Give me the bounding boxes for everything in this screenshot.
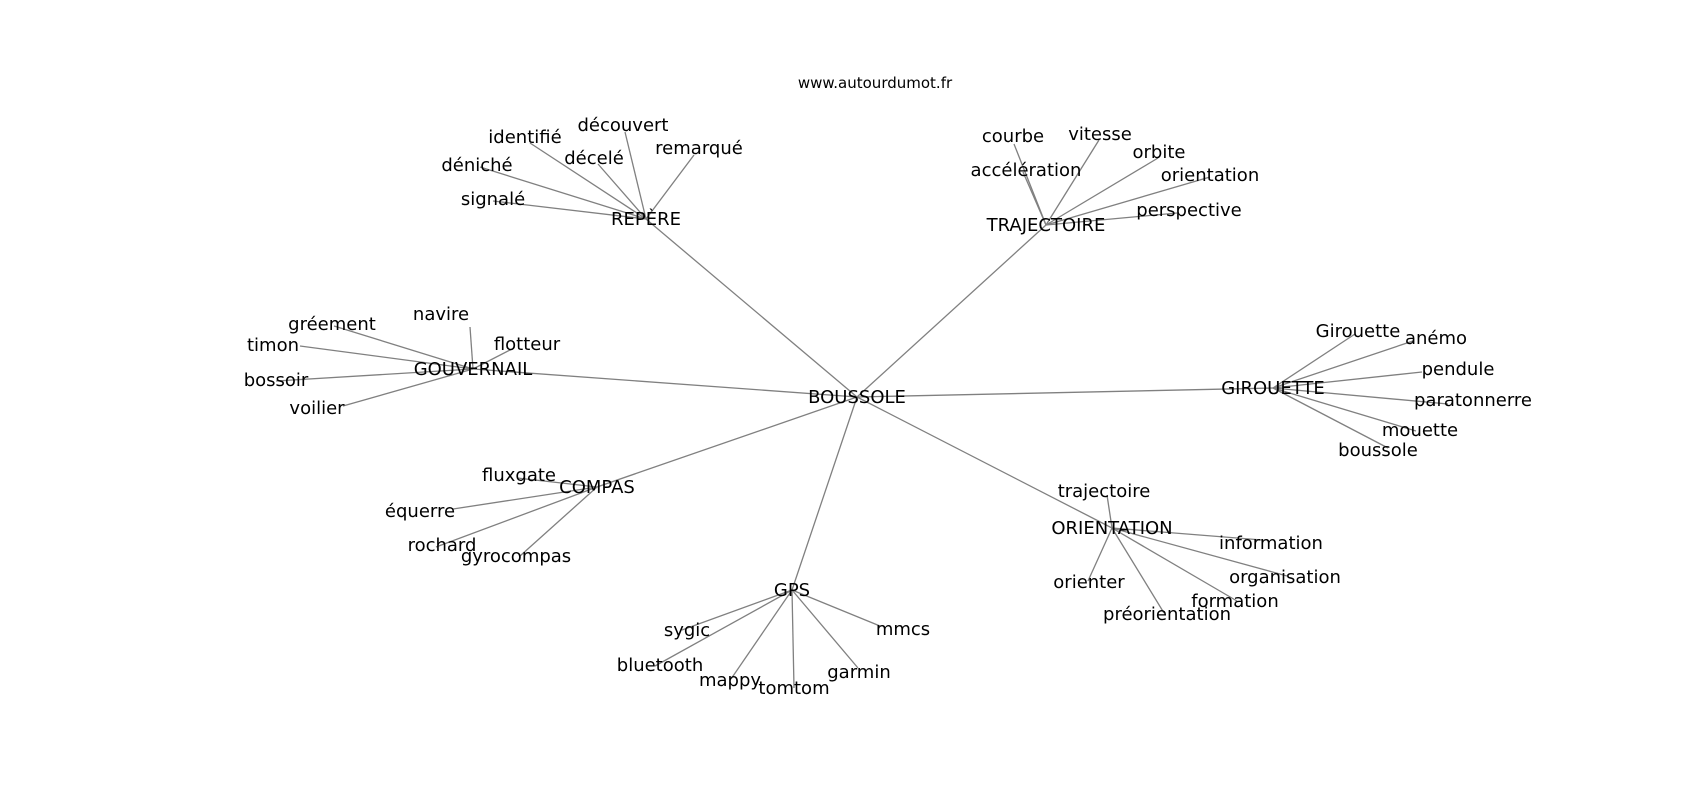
leaf-edge bbox=[1272, 387, 1449, 405]
leaf-edge bbox=[1111, 527, 1165, 614]
leaf-edge bbox=[1272, 333, 1356, 389]
leaf-edge bbox=[469, 326, 474, 370]
leaf-edge bbox=[681, 589, 793, 631]
leaf-node: bluetooth bbox=[617, 655, 703, 676]
leaf-node: tomtom bbox=[758, 678, 829, 699]
root-edge bbox=[791, 396, 858, 591]
leaf-node: identifié bbox=[488, 127, 561, 148]
leaf-edge bbox=[435, 486, 598, 548]
leaf-edge bbox=[1045, 176, 1211, 226]
leaf-node: flotteur bbox=[494, 334, 561, 355]
root-edge bbox=[856, 224, 1047, 398]
leaf-edge bbox=[1045, 139, 1100, 226]
leaf-edge bbox=[1111, 527, 1238, 602]
leaf-edge bbox=[333, 325, 474, 370]
leaf-node: décelé bbox=[564, 148, 624, 169]
leaf-edge bbox=[1045, 157, 1159, 226]
leaf-edge bbox=[1272, 387, 1417, 432]
leaf-edge bbox=[1272, 340, 1414, 389]
leaf-edge bbox=[1022, 171, 1047, 226]
leaf-node: garmin bbox=[827, 662, 890, 683]
leaf-node: équerre bbox=[385, 501, 455, 522]
leaf-edge bbox=[479, 166, 647, 220]
hub-node: TRAJECTOIRE bbox=[986, 215, 1106, 236]
leaf-edge bbox=[275, 368, 474, 382]
edges-layer bbox=[275, 131, 1449, 689]
leaf-edge bbox=[791, 589, 795, 689]
leaf-edge bbox=[645, 154, 695, 220]
leaf-node: vitesse bbox=[1068, 124, 1132, 145]
hub-node: GIROUETTE bbox=[1221, 378, 1325, 399]
leaf-node: fluxgate bbox=[482, 465, 556, 486]
leaf-node: information bbox=[1219, 533, 1323, 554]
leaf-edge bbox=[472, 348, 513, 370]
leaf-node: gréement bbox=[288, 314, 376, 335]
leaf-node: accélération bbox=[971, 160, 1082, 181]
leaf-edge bbox=[1087, 527, 1113, 582]
leaf-node: remarqué bbox=[655, 138, 743, 159]
leaf-node: voilier bbox=[289, 398, 345, 419]
root-edge bbox=[856, 396, 1113, 529]
hub-node: COMPAS bbox=[559, 477, 635, 498]
leaf-node: déniché bbox=[441, 155, 512, 176]
leaf-edge bbox=[791, 589, 881, 627]
hub-node: GPS bbox=[774, 580, 810, 601]
root-edge bbox=[856, 387, 1274, 398]
leaf-node: pendule bbox=[1422, 359, 1495, 380]
leaf-node: organisation bbox=[1229, 567, 1341, 588]
leaf-edge bbox=[452, 486, 598, 510]
leaf-node: bossoir bbox=[244, 370, 309, 391]
leaf-edge bbox=[529, 142, 647, 220]
leaf-edge bbox=[342, 368, 474, 407]
leaf-node: mappy bbox=[699, 670, 761, 691]
leaf-edge bbox=[1111, 527, 1263, 541]
leaf-edge bbox=[624, 131, 647, 220]
leaf-node: timon bbox=[247, 335, 299, 356]
leaf-node: orienter bbox=[1053, 572, 1125, 593]
leaf-edge bbox=[1106, 494, 1113, 529]
hub-node: REPÈRE bbox=[611, 208, 681, 230]
leaf-node: mouette bbox=[1382, 420, 1458, 441]
leaf-node: navire bbox=[413, 304, 469, 325]
leaf-node: perspective bbox=[1136, 200, 1241, 221]
leaf-edge bbox=[516, 477, 598, 488]
leaf-node: formation bbox=[1191, 591, 1278, 612]
leaf-node: orbite bbox=[1133, 142, 1186, 163]
leaf-edge bbox=[1272, 387, 1389, 449]
leaf-node: sygic bbox=[664, 620, 710, 641]
leaf-node: paratonnerre bbox=[1414, 390, 1532, 411]
leaf-node: Girouette bbox=[1316, 321, 1401, 342]
leaf-node: mmcs bbox=[876, 619, 930, 640]
leaf-edge bbox=[299, 345, 474, 370]
leaf-node: gyrocompas bbox=[461, 546, 571, 567]
hub-node: GOUVERNAIL bbox=[414, 359, 533, 380]
leaf-node: courbe bbox=[982, 126, 1044, 147]
leaf-edge bbox=[791, 589, 859, 669]
hub-node: ORIENTATION bbox=[1051, 518, 1172, 539]
leaf-edge bbox=[654, 589, 793, 667]
leaf-edge bbox=[492, 200, 647, 220]
root-edge bbox=[645, 218, 858, 398]
leaf-node: boussole bbox=[1338, 440, 1418, 461]
leaf-edge bbox=[519, 486, 598, 557]
source-url: www.autourdumot.fr bbox=[798, 74, 953, 92]
leaf-node: anémo bbox=[1405, 328, 1467, 349]
root-edge bbox=[472, 368, 858, 398]
leaf-node: préorientation bbox=[1103, 604, 1231, 625]
leaf-edge bbox=[1045, 212, 1178, 226]
leaf-edge bbox=[597, 163, 647, 220]
leaf-node: orientation bbox=[1161, 165, 1259, 186]
leaf-node: trajectoire bbox=[1058, 481, 1151, 502]
root-node: BOUSSOLE bbox=[808, 387, 906, 408]
leaf-edge bbox=[730, 589, 793, 680]
leaf-node: découvert bbox=[577, 115, 668, 136]
leaf-edge bbox=[1272, 371, 1423, 389]
leaf-node: rochard bbox=[408, 535, 477, 556]
root-edge bbox=[596, 396, 858, 488]
leaf-node: signalé bbox=[461, 189, 525, 210]
leaf-edge bbox=[1111, 527, 1288, 577]
